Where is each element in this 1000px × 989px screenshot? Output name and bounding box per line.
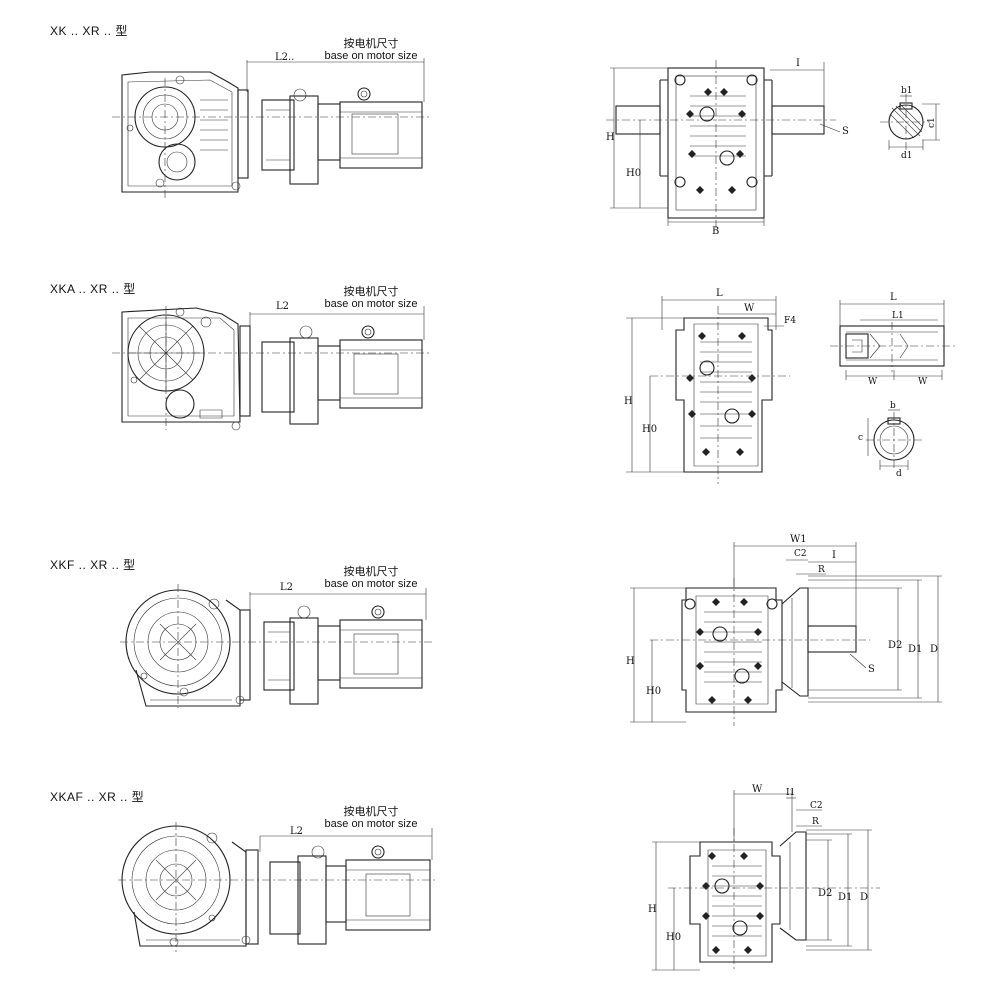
dim-l2-xka: L2 (276, 301, 289, 312)
dim-c1: c1 (927, 117, 937, 128)
dim-s: S (842, 126, 849, 137)
dim-l-xka: L (716, 288, 723, 299)
dim-l2-xkf: L2 (280, 582, 293, 593)
motor-size-caption: 按电机尺寸 base on motor size (318, 286, 424, 310)
motor-size-caption: 按电机尺寸 base on motor size (318, 38, 424, 62)
section-title-xkf: XKF .. XR .. 型 (50, 558, 136, 572)
motor-caption-zh: 按电机尺寸 (343, 286, 399, 298)
dim-l-hollow: L (890, 292, 897, 303)
dim-w1: W1 (790, 534, 807, 545)
dim-r-xkaf: R (812, 817, 819, 827)
dim-d-xkaf: D (860, 892, 868, 903)
dim-h0-xka: H0 (642, 424, 657, 435)
motor-size-caption: 按电机尺寸 base on motor size (318, 566, 424, 590)
dim-l1-hollow: L1 (892, 311, 904, 321)
dim-d1: d1 (901, 151, 913, 161)
motor-caption-zh: 按电机尺寸 (343, 566, 399, 578)
dim-f4: F4 (784, 316, 796, 326)
dim-i1: I1 (786, 788, 795, 798)
dim-c2: C2 (794, 549, 807, 559)
dim-s-xkf: S (868, 664, 875, 675)
dim-i: I (796, 58, 800, 69)
motor-caption-zh: 按电机尺寸 (343, 806, 399, 818)
dim-i-xkf: I (832, 550, 836, 561)
dim-b: B (712, 226, 719, 237)
dim-w-left: W (868, 377, 878, 387)
dim-l2: L2.. (275, 52, 294, 63)
motor-caption-en: base on motor size (324, 50, 418, 62)
dim-b1: b1 (901, 86, 913, 96)
dim-h-xka: H (624, 396, 633, 407)
dim-r: R (818, 565, 825, 575)
motor-caption-zh: 按电机尺寸 (343, 38, 399, 50)
dim-d2: D2 (888, 640, 902, 651)
dim-l2-xkaf: L2 (290, 826, 303, 837)
dim-h0-xkaf: H0 (666, 932, 681, 943)
dim-d: D (930, 644, 938, 655)
motor-caption-en: base on motor size (324, 298, 418, 310)
dim-h-xkf: H (626, 656, 635, 667)
section-title-xk: XK .. XR .. 型 (50, 24, 128, 38)
dim-d2-xkaf: D2 (818, 888, 832, 899)
dim-w-xkaf: W (752, 784, 763, 795)
dim-h0: H0 (626, 168, 641, 179)
motor-caption-en: base on motor size (324, 818, 418, 830)
dim-b-bore: b (890, 401, 896, 411)
dim-d1-xkaf: D1 (838, 892, 852, 903)
dim-h: H (606, 132, 615, 143)
motor-size-caption: 按电机尺寸 base on motor size (318, 806, 424, 830)
dim-c-bore: c (858, 433, 863, 443)
dim-d1: D1 (908, 644, 922, 655)
section-title-xkaf: XKAF .. XR .. 型 (50, 790, 145, 804)
dim-h-xkaf: H (648, 904, 657, 915)
dim-d-bore: d (896, 469, 902, 479)
dim-w-xka: W (744, 303, 755, 314)
dim-w-right: W (918, 377, 928, 387)
dim-c2-xkaf: C2 (810, 801, 823, 811)
section-title-xka: XKA .. XR .. 型 (50, 282, 136, 296)
motor-caption-en: base on motor size (324, 578, 418, 590)
dim-h0-xkf: H0 (646, 686, 661, 697)
